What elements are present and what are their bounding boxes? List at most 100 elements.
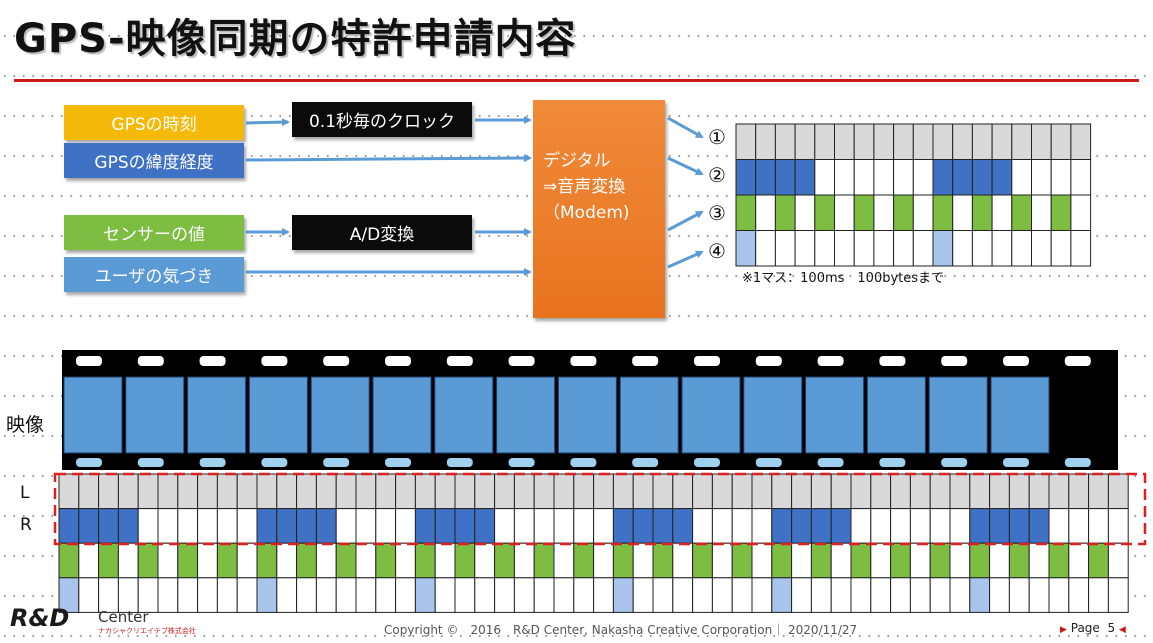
grid-cell [774, 230, 796, 267]
grid-cell [1008, 542, 1030, 579]
video-label: 映像 [6, 414, 45, 436]
grid-cell [735, 159, 757, 196]
grid-cell [991, 123, 1013, 160]
grid-cell [830, 473, 852, 510]
sprocket-hole [508, 356, 535, 366]
grid-cell [814, 123, 835, 160]
grid-cell [912, 123, 934, 160]
grid-cell [315, 508, 337, 544]
grid-cell [632, 473, 654, 510]
grid-cell [276, 473, 298, 510]
grid-cell [952, 123, 973, 160]
grid-cell [952, 194, 973, 231]
grid-cell [216, 508, 238, 544]
grid-cell [157, 542, 179, 579]
grid-cell [834, 159, 855, 196]
grid-cell [197, 508, 218, 544]
grid-cell [873, 194, 895, 231]
grid-cell [751, 542, 773, 579]
film-frame [990, 376, 1050, 454]
gps-time-box: GPSの時刻 [64, 105, 244, 140]
grid-cell [853, 194, 875, 231]
grid-cell [58, 542, 80, 579]
sprocket-hole [694, 356, 720, 366]
grid-cell [969, 542, 991, 579]
film-frame [125, 376, 185, 454]
grid-cell [791, 508, 812, 544]
sprocket-hole [879, 458, 906, 467]
grid-cell [830, 508, 852, 544]
grid-cell [692, 473, 713, 510]
sprocket-hole [446, 458, 473, 467]
grid-cell [909, 542, 931, 579]
grid-cell [850, 542, 872, 579]
grid-cell [814, 230, 835, 267]
grid-cell [755, 194, 776, 231]
film-frame [496, 376, 556, 454]
channel-3-label: ③ [708, 201, 726, 225]
grid-cell [414, 577, 436, 613]
grid-cell [1088, 508, 1109, 544]
grid-cell [454, 577, 476, 613]
grid-cell [735, 194, 757, 231]
grid-cell [949, 508, 971, 544]
arrow-out-2 [667, 156, 704, 176]
grid-cell [632, 577, 654, 613]
grid-cell [117, 473, 139, 510]
grid-cell [1070, 159, 1092, 196]
right-channel-label: R [20, 515, 32, 535]
grid-cell [58, 473, 80, 510]
grid-cell [1048, 473, 1070, 510]
arrow-out-3 [667, 210, 704, 232]
grid-cell [834, 123, 855, 160]
company-logo: R&D Center ナカシャクリエイテブ株式会社 [6, 604, 196, 640]
grid-cell [553, 577, 575, 613]
grid-cell [672, 508, 694, 544]
page-title: GPS-映像同期の特許申請内容 [14, 16, 577, 62]
film-frame [681, 376, 741, 454]
grid-cell [553, 508, 575, 544]
grid-cell [652, 542, 674, 579]
grid-cell [912, 194, 934, 231]
grid-cell [853, 123, 875, 160]
grid-cell [893, 159, 914, 196]
grid-cell [652, 577, 674, 613]
sprocket-hole [632, 356, 659, 366]
grid-cell [850, 577, 872, 613]
grid-cell [78, 542, 100, 579]
grid-cell [177, 577, 199, 613]
grid-cell [375, 542, 397, 579]
sprocket-hole [1003, 458, 1029, 467]
page-prev-icon[interactable]: ▶ [1060, 625, 1067, 635]
grid-cell [553, 542, 575, 579]
grid-cell [335, 577, 357, 613]
clock-box: 0.1秒毎のクロック [292, 102, 472, 137]
grid-cell [296, 473, 317, 510]
grid-cell [810, 508, 832, 544]
grid-cell [177, 542, 199, 579]
sprocket-hole [879, 356, 906, 366]
grid-cell [834, 194, 855, 231]
grid-cell [971, 230, 993, 267]
grid-cell [971, 123, 993, 160]
sprocket-hole [508, 458, 535, 467]
sprocket-hole [1003, 356, 1029, 366]
arrow-gps-latlon [245, 154, 532, 163]
grid-cell [454, 508, 476, 544]
grid-cell [494, 577, 515, 613]
grid-cell [315, 473, 337, 510]
grid-cell [256, 473, 278, 510]
grid-cell [652, 508, 674, 544]
gps-latlon-box: GPSの緯度経度 [64, 143, 244, 178]
ad-conversion-box: A/D変換 [292, 215, 472, 250]
grid-cell [870, 542, 892, 579]
grid-cell [137, 542, 159, 579]
grid-cell [791, 542, 812, 579]
grid-cell [932, 230, 954, 267]
grid-cell [573, 542, 595, 579]
grid-cell [870, 508, 892, 544]
grid-cell [912, 159, 934, 196]
sprocket-hole [1064, 356, 1091, 366]
grid-cell [375, 508, 397, 544]
page-next-icon[interactable]: ◀ [1118, 625, 1126, 635]
